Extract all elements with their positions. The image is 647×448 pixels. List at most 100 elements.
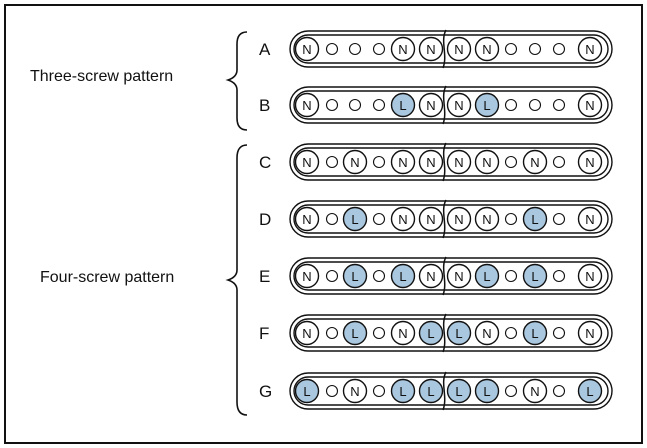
- locking-screw: [474, 263, 500, 289]
- empty-hole: [325, 98, 339, 112]
- nonlocking-screw-label: N: [454, 212, 463, 227]
- locking-screw-label: L: [586, 384, 593, 399]
- nonlocking-screw: [294, 206, 320, 232]
- nonlocking-screw: [390, 36, 416, 62]
- nonlocking-screw: [418, 206, 444, 232]
- nonlocking-screw-label: N: [302, 98, 311, 113]
- nonlocking-screw: [577, 92, 603, 118]
- nonlocking-screw-label: N: [398, 42, 407, 57]
- nonlocking-screw: [446, 206, 472, 232]
- nonlocking-screw-label: N: [454, 98, 463, 113]
- nonlocking-screw: [446, 92, 472, 118]
- nonlocking-screw: [390, 206, 416, 232]
- empty-hole: [552, 98, 566, 112]
- locking-screw-label: L: [399, 98, 406, 113]
- nonlocking-screw: [418, 263, 444, 289]
- nonlocking-screw-label: N: [585, 326, 594, 341]
- locking-screw-label: L: [399, 269, 406, 284]
- locking-screw: [418, 378, 444, 404]
- empty-hole: [325, 155, 339, 169]
- nonlocking-screw-label: N: [350, 384, 359, 399]
- locking-screw: [446, 320, 472, 346]
- nonlocking-screw-label: N: [426, 269, 435, 284]
- nonlocking-screw-label: N: [482, 326, 491, 341]
- locking-screw: [390, 378, 416, 404]
- empty-hole: [552, 42, 566, 56]
- row-letter: D: [259, 210, 271, 229]
- locking-screw-label: L: [531, 212, 538, 227]
- fracture-line: [442, 371, 447, 411]
- nonlocking-screw: [577, 149, 603, 175]
- nonlocking-screw: [390, 149, 416, 175]
- nonlocking-screw-label: N: [302, 269, 311, 284]
- nonlocking-screw-label: N: [585, 98, 594, 113]
- nonlocking-screw: [474, 149, 500, 175]
- nonlocking-screw: [474, 206, 500, 232]
- empty-hole: [528, 98, 542, 112]
- empty-hole: [325, 326, 339, 340]
- empty-hole: [348, 42, 362, 56]
- locking-screw-label: L: [455, 326, 462, 341]
- locking-screw-label: L: [483, 269, 490, 284]
- nonlocking-screw: [474, 320, 500, 346]
- locking-screw-label: L: [531, 326, 538, 341]
- nonlocking-screw-label: N: [398, 155, 407, 170]
- empty-hole: [552, 269, 566, 283]
- nonlocking-screw-label: N: [426, 42, 435, 57]
- empty-hole: [372, 212, 386, 226]
- locking-screw-label: L: [303, 384, 310, 399]
- locking-screw: [342, 320, 368, 346]
- row-letter: C: [259, 153, 271, 172]
- locking-screw: [294, 378, 320, 404]
- nonlocking-screw: [522, 378, 548, 404]
- locking-screw: [446, 378, 472, 404]
- fracture-line: [442, 256, 447, 296]
- empty-hole: [325, 384, 339, 398]
- locking-screw-label: L: [427, 384, 434, 399]
- nonlocking-screw-label: N: [585, 212, 594, 227]
- group-label-four-screw: Four-screw pattern: [40, 269, 174, 286]
- locking-screw: [390, 263, 416, 289]
- nonlocking-screw: [342, 378, 368, 404]
- empty-hole: [372, 98, 386, 112]
- nonlocking-screw: [390, 320, 416, 346]
- empty-hole: [504, 326, 518, 340]
- locking-screw-label: L: [351, 212, 358, 227]
- nonlocking-screw-label: N: [398, 212, 407, 227]
- nonlocking-screw-label: N: [302, 42, 311, 57]
- locking-screw-label: L: [483, 98, 490, 113]
- nonlocking-screw: [342, 149, 368, 175]
- locking-screw: [342, 206, 368, 232]
- empty-hole: [504, 269, 518, 283]
- empty-hole: [504, 155, 518, 169]
- nonlocking-screw-label: N: [454, 155, 463, 170]
- nonlocking-screw: [577, 263, 603, 289]
- nonlocking-screw-label: N: [482, 42, 491, 57]
- empty-hole: [552, 384, 566, 398]
- nonlocking-screw: [577, 36, 603, 62]
- nonlocking-screw: [577, 320, 603, 346]
- empty-hole: [372, 42, 386, 56]
- nonlocking-screw: [294, 92, 320, 118]
- nonlocking-screw-label: N: [426, 155, 435, 170]
- brace-four-screw: [225, 144, 248, 416]
- empty-hole: [325, 212, 339, 226]
- locking-screw: [474, 92, 500, 118]
- locking-screw: [522, 263, 548, 289]
- nonlocking-screw: [418, 92, 444, 118]
- locking-screw: [474, 378, 500, 404]
- fracture-line: [442, 85, 447, 125]
- empty-hole: [372, 326, 386, 340]
- empty-hole: [552, 212, 566, 226]
- nonlocking-screw-label: N: [350, 155, 359, 170]
- nonlocking-screw-label: N: [398, 326, 407, 341]
- nonlocking-screw-label: N: [530, 384, 539, 399]
- nonlocking-screw-label: N: [585, 269, 594, 284]
- locking-screw-label: L: [399, 384, 406, 399]
- group-label-three-screw: Three-screw pattern: [30, 68, 173, 85]
